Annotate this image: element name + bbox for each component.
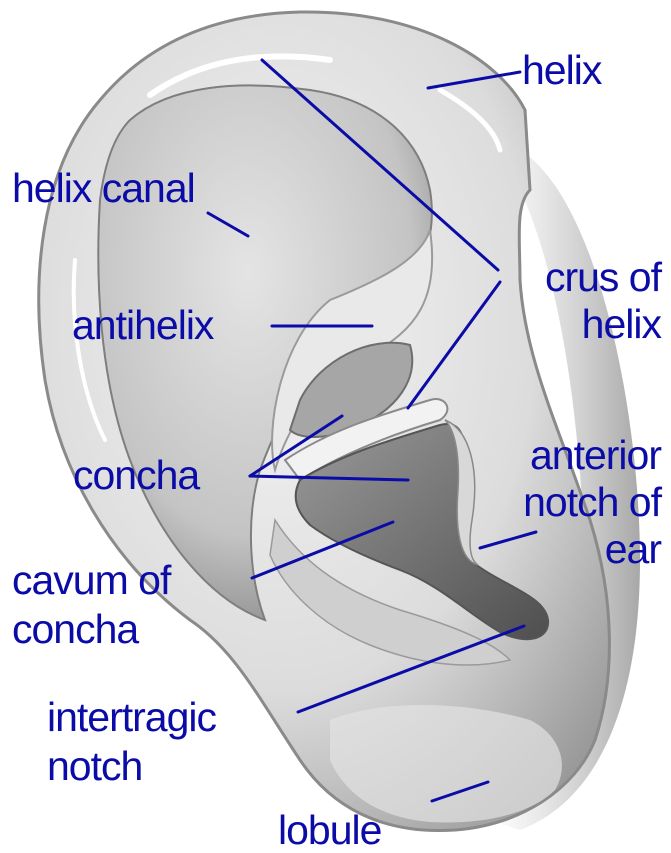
label-antihelix: antihelix <box>72 305 213 346</box>
label-anterior-notch-line2: notch of <box>470 482 661 523</box>
label-anterior-notch-of-ear: anterior notch of ear <box>470 435 661 570</box>
label-anterior-notch-line1: anterior <box>470 435 661 476</box>
label-intertragic-line1: intertragic <box>47 697 216 738</box>
label-helix-canal: helix canal <box>12 168 195 209</box>
label-concha: concha <box>73 455 199 496</box>
label-crus-of-helix: crus of helix <box>506 257 661 345</box>
label-lobule: lobule <box>278 810 381 851</box>
label-cavum-line2: concha <box>12 609 170 650</box>
label-cavum-of-concha: cavum of concha <box>12 560 170 650</box>
label-crus-of-helix-line2: helix <box>506 304 661 345</box>
label-cavum-line1: cavum of <box>12 560 170 601</box>
label-intertragic-notch: intertragic notch <box>47 697 216 787</box>
label-helix: helix <box>522 50 601 91</box>
label-intertragic-line2: notch <box>47 746 216 787</box>
label-anterior-notch-line3: ear <box>470 529 661 570</box>
label-crus-of-helix-line1: crus of <box>506 257 661 298</box>
